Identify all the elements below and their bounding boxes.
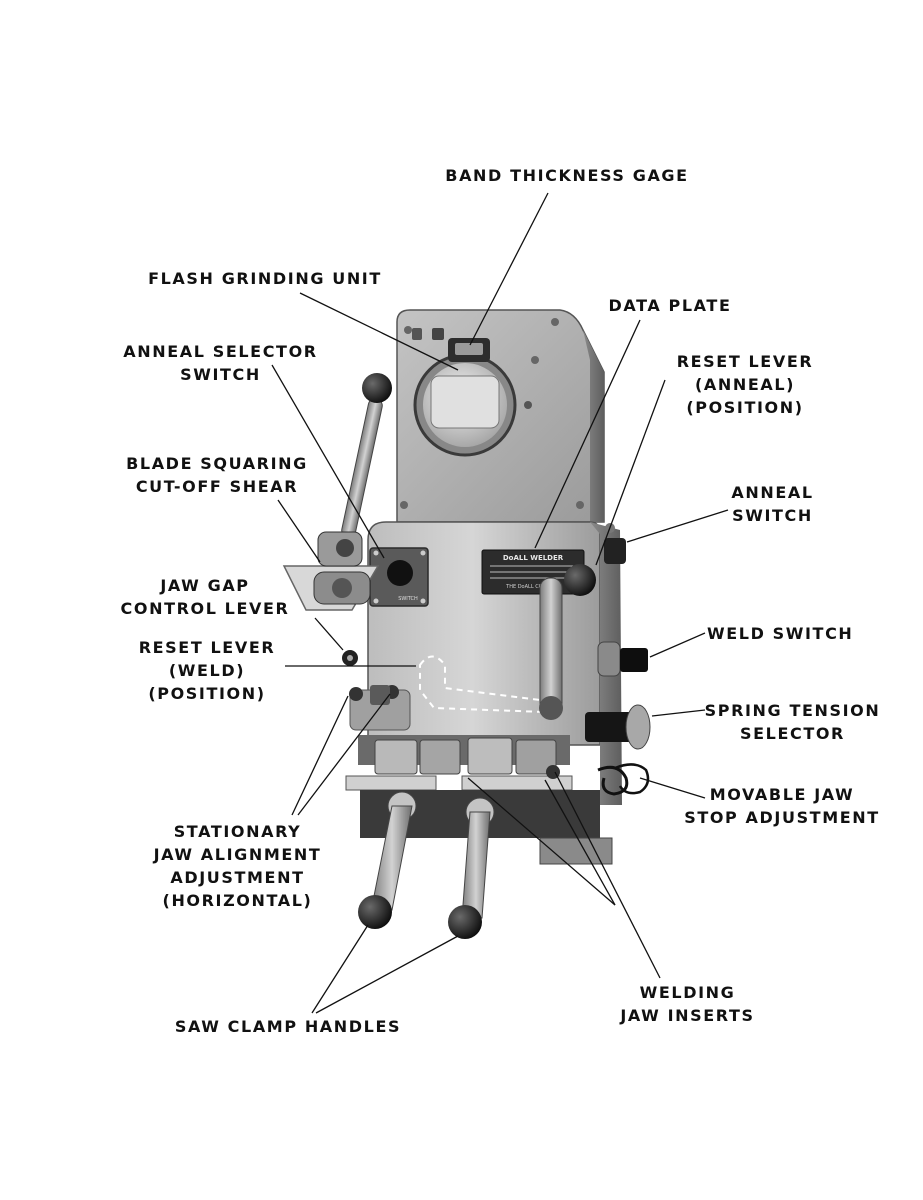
label-line: BAND THICKNESS GAGE	[445, 166, 689, 185]
saw-clamp-handle-right	[448, 797, 495, 939]
leader-lines	[271, 192, 729, 1014]
label-blade-squaring-cutoff-shear: BLADE SQUARING CUT-OFF SHEAR	[112, 452, 322, 498]
leader-saw-clamp-2	[315, 935, 459, 1014]
grinding-dial	[413, 353, 532, 457]
label-line: WELD SWITCH	[707, 624, 854, 643]
label-line: ANNEAL	[731, 483, 814, 502]
label-line: STOP ADJUSTMENT	[684, 808, 880, 827]
leader-anneal-switch	[626, 509, 729, 543]
label-line: (ANNEAL)	[694, 375, 796, 394]
label-stationary-jaw-alignment-adjustment: STATIONARY JAW ALIGNMENT ADJUSTMENT (HOR…	[140, 820, 335, 912]
label-flash-grinding-unit: FLASH GRINDING UNIT	[135, 267, 395, 290]
data-plate-company: THE DoALL COMPANY	[505, 584, 561, 590]
leader-blade-squaring	[277, 499, 321, 563]
label-line: RESET LEVER	[138, 638, 276, 657]
label-line: JAW ALIGNMENT	[153, 845, 322, 864]
jaw-gap-outline	[419, 655, 547, 714]
label-weld-switch: WELD SWITCH	[707, 622, 887, 645]
label-line: SELECTOR	[740, 724, 845, 743]
label-reset-lever-anneal: RESET LEVER (ANNEAL) (POSITION)	[655, 350, 835, 419]
label-line: JAW INSERTS	[620, 1006, 755, 1025]
saw-clamp-handle-left	[358, 791, 417, 929]
leader-band-thickness-gage	[469, 192, 549, 346]
leader-welding-jaw-1	[554, 771, 661, 979]
leader-spring-tension	[651, 709, 706, 717]
weld-switch	[597, 641, 648, 677]
label-line: SWITCH	[732, 506, 813, 525]
leader-data-plate	[534, 319, 641, 549]
label-reset-lever-weld: RESET LEVER (WELD) (POSITION)	[122, 636, 292, 705]
stationary-jaw-bolts	[349, 685, 399, 705]
anneal-selector-panel: SWITCH	[369, 547, 429, 607]
band-thickness-gage	[448, 338, 490, 362]
label-data-plate: DATA PLATE	[590, 294, 750, 317]
label-anneal-selector-switch: ANNEAL SELECTOR SWITCH	[108, 340, 333, 386]
leader-stationary-jaw-1	[291, 695, 349, 816]
leader-saw-clamp-1	[311, 924, 369, 1014]
label-line: (POSITION)	[686, 398, 804, 417]
blade-squaring-shear	[282, 531, 380, 611]
label-line: SPRING TENSION	[704, 701, 881, 720]
label-line: MOVABLE JAW	[709, 785, 855, 804]
label-line: (HORIZONTAL)	[162, 891, 313, 910]
panel-switch-text: SWITCH	[398, 596, 418, 602]
label-line: CUT-OFF SHEAR	[135, 477, 299, 496]
reset-lever-anneal	[539, 564, 596, 720]
spring-tension-selector	[585, 704, 651, 750]
leader-jaw-gap	[314, 617, 344, 651]
label-line: ANNEAL SELECTOR	[123, 342, 318, 361]
label-movable-jaw-stop-adjustment: MOVABLE JAW STOP ADJUSTMENT	[672, 783, 892, 829]
cutoff-lever	[341, 373, 392, 538]
data-plate-brand: DoALL WELDER	[503, 554, 564, 562]
label-line: RESET LEVER	[676, 352, 814, 371]
leader-movable-jaw-stop	[639, 777, 706, 799]
label-line: CONTROL LEVER	[120, 599, 290, 618]
label-line: SAW CLAMP HANDLES	[174, 1017, 402, 1036]
label-spring-tension-selector: SPRING TENSION SELECTOR	[700, 699, 885, 745]
label-line: ADJUSTMENT	[170, 868, 305, 887]
label-band-thickness-gage: BAND THICKNESS GAGE	[432, 164, 702, 187]
label-line: WELDING	[639, 983, 736, 1002]
label-line: DATA PLATE	[608, 296, 732, 315]
leader-reset-anneal	[595, 379, 666, 566]
label-saw-clamp-handles: SAW CLAMP HANDLES	[158, 1015, 418, 1038]
movable-jaw-stop	[597, 763, 650, 796]
label-line: JAW GAP	[160, 576, 250, 595]
label-line: SWITCH	[180, 365, 261, 384]
label-line: (WELD)	[168, 661, 246, 680]
label-line: (POSITION)	[148, 684, 266, 703]
leader-stationary-jaw-2	[297, 693, 391, 816]
label-line: BLADE SQUARING	[126, 454, 308, 473]
jaw-gap-control-lever	[342, 650, 358, 666]
label-welding-jaw-inserts: WELDING JAW INSERTS	[605, 981, 770, 1027]
leader-welding-jaw-2	[467, 777, 616, 906]
label-line: FLASH GRINDING UNIT	[148, 269, 382, 288]
leader-welding-jaw-3	[544, 779, 616, 906]
leader-flash-grinding-unit	[299, 292, 459, 371]
label-jaw-gap-control-lever: JAW GAP CONTROL LEVER	[105, 574, 305, 620]
leader-anneal-selector	[271, 364, 385, 559]
label-anneal-switch: ANNEAL SWITCH	[710, 481, 835, 527]
leader-weld-switch	[649, 632, 706, 658]
label-line: STATIONARY	[173, 822, 302, 841]
